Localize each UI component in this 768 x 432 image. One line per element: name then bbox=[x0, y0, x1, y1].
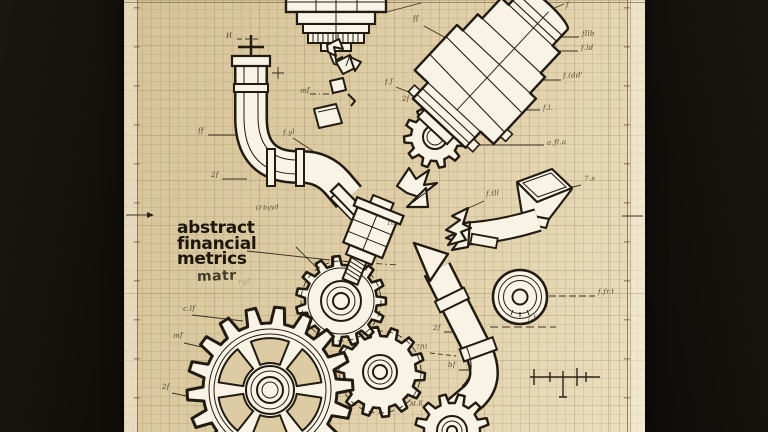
blueprint-paper bbox=[124, 0, 645, 432]
right-margin-ticks bbox=[624, 7, 630, 432]
title-line-2: financial bbox=[177, 233, 257, 254]
backdrop-right bbox=[645, 0, 768, 432]
backdrop-left bbox=[0, 0, 124, 432]
aux-vertical-rule bbox=[608, 0, 609, 432]
right-margin-line-2 bbox=[630, 0, 631, 432]
title-line-4: matr bbox=[196, 267, 237, 285]
title-line-3: metrics bbox=[177, 249, 247, 269]
title-line-1: abstract bbox=[177, 218, 255, 238]
left-margin-ticks bbox=[134, 7, 140, 432]
paper-edge-left bbox=[124, 0, 137, 432]
title-block: abstract financial metrics matr bbox=[177, 218, 257, 285]
top-rule bbox=[124, 2, 645, 3]
mid-rule bbox=[124, 293, 645, 294]
